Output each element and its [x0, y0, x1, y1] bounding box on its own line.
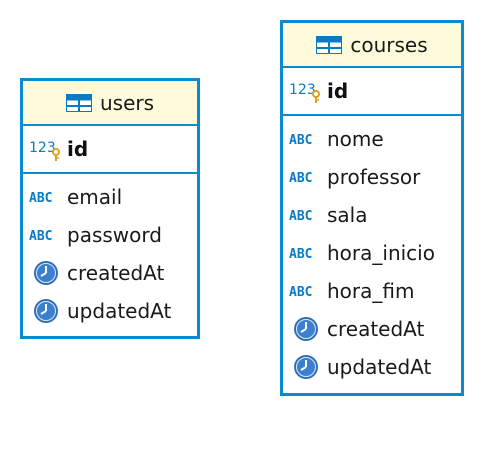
column-name: hora_inicio [327, 241, 435, 265]
svg-text:ABC: ABC [289, 285, 312, 298]
pk-name: id [67, 137, 89, 161]
svg-text:ABC: ABC [29, 229, 52, 242]
svg-text:ABC: ABC [29, 191, 52, 204]
entity-header: users [23, 81, 197, 126]
column-list: ABC nome ABC professor ABC sala ABC hora… [283, 116, 461, 386]
svg-text:ABC: ABC [289, 133, 312, 146]
entity-title: courses [350, 32, 428, 57]
column-row[interactable]: updatedAt [283, 348, 461, 386]
column-row[interactable]: ABC sala [283, 196, 461, 234]
svg-text:ABC: ABC [289, 171, 312, 184]
svg-text:ABC: ABC [289, 209, 312, 222]
primary-key-row[interactable]: 123 id [283, 68, 461, 116]
text-abc-icon: ABC [29, 191, 52, 204]
column-name: updatedAt [67, 299, 172, 323]
column-name: password [67, 223, 162, 247]
column-name: sala [327, 203, 368, 227]
column-row[interactable]: ABC email [23, 178, 197, 216]
svg-text:123: 123 [289, 82, 316, 98]
numeric-key-icon: 123 [289, 82, 320, 103]
table-icon [65, 93, 92, 112]
entity-courses[interactable]: courses 123 id ABC nome ABC professor AB… [280, 20, 464, 396]
column-row[interactable]: ABC hora_inicio [283, 234, 461, 272]
column-name: hora_fim [327, 279, 415, 303]
column-name: nome [327, 127, 384, 151]
column-row[interactable]: ABC password [23, 216, 197, 254]
table-icon [316, 35, 343, 54]
column-row[interactable]: ABC hora_fim [283, 272, 461, 310]
column-row[interactable]: ABC professor [283, 158, 461, 196]
svg-text:ABC: ABC [289, 247, 312, 260]
text-abc-icon: ABC [289, 133, 312, 146]
text-abc-icon: ABC [289, 171, 312, 184]
column-name: createdAt [327, 317, 425, 341]
column-list: ABC email ABC password createdAt [23, 174, 197, 330]
column-name: professor [327, 165, 421, 189]
text-abc-icon: ABC [289, 247, 312, 260]
column-name: email [67, 185, 123, 209]
column-name: createdAt [67, 261, 165, 285]
numeric-key-icon: 123 [29, 140, 60, 161]
column-row[interactable]: ABC nome [283, 120, 461, 158]
clock-icon [34, 261, 58, 285]
column-row[interactable]: createdAt [283, 310, 461, 348]
entity-users[interactable]: users 123 id ABC email ABC password [20, 78, 200, 339]
primary-key-row[interactable]: 123 id [23, 126, 197, 174]
svg-text:123: 123 [29, 140, 56, 156]
pk-name: id [327, 79, 349, 103]
text-abc-icon: ABC [289, 285, 312, 298]
clock-icon [294, 355, 318, 379]
entity-header: courses [283, 23, 461, 68]
clock-icon [294, 317, 318, 341]
column-row[interactable]: updatedAt [23, 292, 197, 330]
text-abc-icon: ABC [29, 229, 52, 242]
clock-icon [34, 299, 58, 323]
column-name: updatedAt [327, 355, 432, 379]
entity-title: users [99, 90, 155, 115]
column-row[interactable]: createdAt [23, 254, 197, 292]
text-abc-icon: ABC [289, 209, 312, 222]
